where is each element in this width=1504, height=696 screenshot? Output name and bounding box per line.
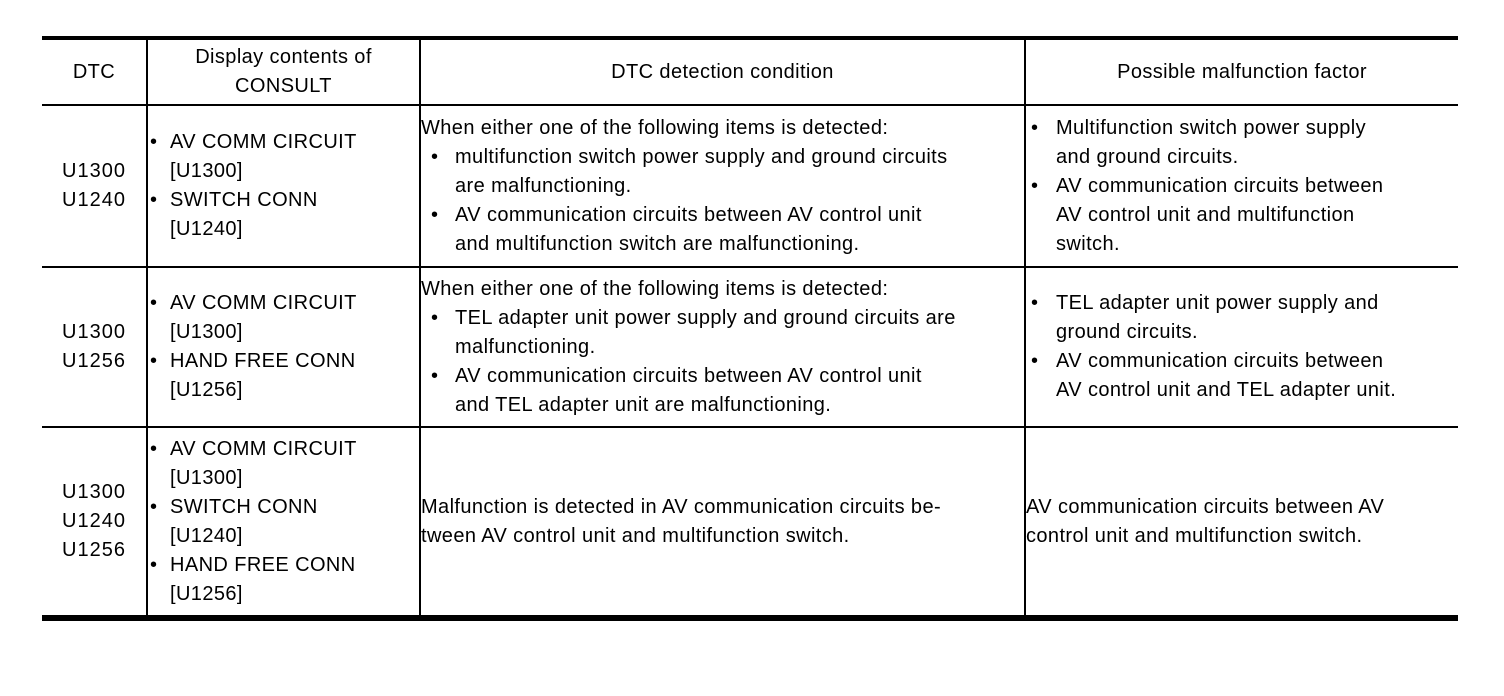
bullet-icon: •: [150, 553, 158, 576]
bullet-item: • AV COMM CIRCUIT [U1300]: [148, 289, 419, 347]
bullet-icon: •: [150, 437, 158, 460]
bullet-text: AV COMM CIRCUIT [U1300]: [170, 437, 357, 489]
bullet-text: AV COMM CIRCUIT [U1300]: [170, 131, 357, 182]
bullet-item: • multifunction switch power supply and g…: [421, 143, 1024, 201]
header-condition-label: DTC detection condition: [611, 60, 834, 83]
bullet-icon: •: [1031, 174, 1039, 197]
bullet-item: • AV communication circuits between AV co…: [421, 201, 1024, 259]
bullet-icon: •: [431, 145, 439, 168]
bullet-text: HAND FREE CONN [U1256]: [170, 553, 356, 605]
header-factor-label: Possible malfunction factor: [1117, 60, 1367, 83]
dtc-table: DTC Display contents of CONSULT DTC dete…: [42, 36, 1458, 621]
bullet-icon: •: [431, 306, 439, 329]
cell-text: AV communication circuits between AV con…: [1026, 495, 1385, 547]
bullet-text: TEL adapter unit power supply and ground…: [1056, 292, 1379, 343]
header-dtc: DTC: [42, 37, 147, 105]
table-row: U1300 U1256 • AV COMM CIRCUIT [U1300] • HAND…: [42, 266, 1458, 427]
bullet-item: • AV COMM CIRCUIT [U1300]: [148, 435, 419, 493]
dtc-codes: U1300 U1240: [62, 160, 126, 211]
bullet-item: • AV communication circuits between AV co…: [1026, 172, 1458, 259]
bullet-item: • AV communication circuits between AV co…: [1026, 347, 1458, 405]
bullet-icon: •: [1031, 350, 1039, 372]
bullet-item: • AV COMM CIRCUIT [U1300]: [148, 128, 419, 186]
bullet-text: HAND FREE CONN [U1256]: [170, 350, 356, 401]
consult-cell: • AV COMM CIRCUIT [U1300] • SWITCH CONN [U1…: [146, 426, 420, 618]
condition-cell: When either one of the following items i…: [419, 266, 1025, 427]
bullet-text: SWITCH CONN [U1240]: [170, 495, 318, 547]
condition-cell: Malfunction is detected in AV communicat…: [419, 426, 1025, 618]
bullet-text: AV communication circuits between AV con…: [1056, 350, 1397, 401]
table-row: U1300 U1240 U1256 • AV COMM CIRCUIT [U1300…: [42, 426, 1458, 618]
header-dtc-label: DTC: [72, 60, 116, 83]
bullet-icon: •: [150, 131, 158, 153]
dtc-cell: U1300 U1256: [42, 266, 147, 427]
bullet-icon: •: [150, 350, 158, 372]
table-header-row: DTC Display contents of CONSULT DTC dete…: [42, 37, 1458, 105]
bullet-item: • TEL adapter unit power supply and groun…: [1026, 289, 1458, 347]
header-consult: Display contents of CONSULT: [146, 37, 420, 105]
consult-cell: • AV COMM CIRCUIT [U1300] • HAND FREE CONN …: [146, 266, 420, 427]
factor-cell: • TEL adapter unit power supply and groun…: [1024, 266, 1458, 427]
bullet-item: • HAND FREE CONN [U1256]: [148, 551, 419, 609]
bullet-item: • TEL adapter unit power supply and groun…: [421, 304, 1024, 362]
bullet-icon: •: [431, 364, 439, 387]
table-row: U1300 U1240 • AV COMM CIRCUIT [U1300] • SWIT…: [42, 104, 1458, 267]
cell-text: Malfunction is detected in AV communicat…: [421, 495, 942, 547]
bullet-text: Multifunction switch power supply and gr…: [1056, 116, 1366, 168]
dtc-cell: U1300 U1240: [42, 104, 147, 267]
bullet-icon: •: [150, 189, 158, 211]
condition-intro-text: When either one of the following items i…: [421, 116, 889, 139]
bullet-text: TEL adapter unit power supply and ground…: [455, 306, 956, 358]
header-factor: Possible malfunction factor: [1024, 37, 1458, 105]
bullet-item: • AV communication circuits between AV co…: [421, 362, 1024, 420]
factor-cell: AV communication circuits between AV con…: [1024, 426, 1458, 618]
dtc-codes: U1300 U1240 U1256: [62, 481, 126, 561]
consult-cell: • AV COMM CIRCUIT [U1300] • SWITCH CONN [U1…: [146, 104, 420, 267]
condition-intro-text: When either one of the following items i…: [421, 277, 889, 300]
bullet-icon: •: [150, 495, 158, 518]
dtc-codes: U1300 U1256: [62, 321, 126, 372]
table-body: U1300 U1240 • AV COMM CIRCUIT [U1300] • SWIT…: [42, 104, 1458, 618]
bullet-icon: •: [431, 203, 439, 226]
bullet-item: • SWITCH CONN [U1240]: [148, 493, 419, 551]
bullet-icon: •: [1031, 116, 1039, 139]
bullet-icon: •: [1031, 292, 1039, 314]
header-condition: DTC detection condition: [419, 37, 1025, 105]
table-header: DTC Display contents of CONSULT DTC dete…: [42, 37, 1458, 105]
dtc-cell: U1300 U1240 U1256: [42, 426, 147, 618]
condition-cell: When either one of the following items i…: [419, 104, 1025, 267]
bullet-text: AV communication circuits between AV con…: [455, 364, 922, 416]
bullet-item: • HAND FREE CONN [U1256]: [148, 347, 419, 405]
bullet-text: AV COMM CIRCUIT [U1300]: [170, 292, 357, 343]
bullet-icon: •: [150, 292, 158, 314]
bullet-item: • SWITCH CONN [U1240]: [148, 186, 419, 244]
bullet-text: AV communication circuits between AV con…: [455, 203, 922, 255]
bullet-text: AV communication circuits between AV con…: [1056, 174, 1384, 255]
header-consult-label: Display contents of CONSULT: [195, 46, 372, 97]
bullet-text: SWITCH CONN [U1240]: [170, 189, 318, 240]
bullet-item: • Multifunction switch power supply and g…: [1026, 114, 1458, 172]
factor-cell: • Multifunction switch power supply and g…: [1024, 104, 1458, 267]
bullet-text: multifunction switch power supply and gr…: [455, 145, 948, 197]
